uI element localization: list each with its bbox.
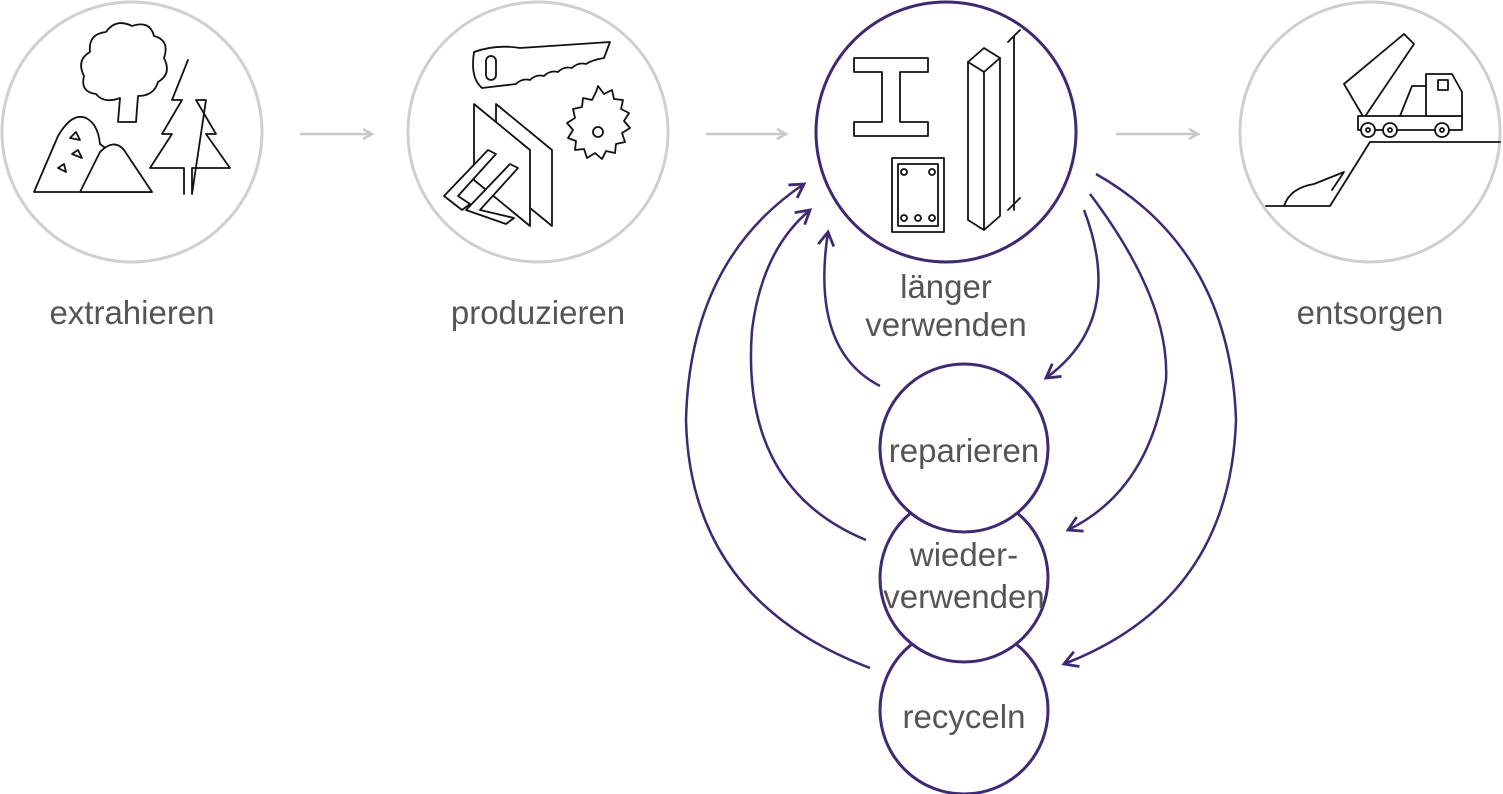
trees-and-rocks-icon <box>33 22 231 195</box>
loop-circle <box>878 362 1050 534</box>
stage-circle <box>0 0 264 264</box>
steel-beams-and-column-icon <box>853 29 1021 233</box>
loop-arrow-to-wiederverwenden <box>1068 193 1168 530</box>
loop-arrow-to-reparieren <box>1046 209 1100 378</box>
loop-reparieren: reparieren <box>878 362 1050 534</box>
stage-entsorgen: entsorgen <box>1238 0 1502 331</box>
loop-label-line1: wieder- <box>909 536 1018 573</box>
stage-label: entsorgen <box>1297 294 1444 331</box>
stage-circle <box>406 0 670 264</box>
stage-label-line2: verwenden <box>865 306 1026 343</box>
loop-label: reparieren <box>889 432 1039 469</box>
stage-produzieren: produzieren <box>406 0 670 331</box>
loop-wiederverwenden: wieder- verwenden <box>878 492 1050 664</box>
dump-truck-icon <box>1265 33 1501 207</box>
loop-arrow-recyceln-return <box>684 184 871 670</box>
stage-laenger-verwenden: länger verwenden <box>814 0 1078 343</box>
loop-label-line2: verwenden <box>883 578 1044 615</box>
loop-arrow-wiederverwenden-return <box>749 210 867 542</box>
loop-arrow-reparieren-return <box>824 232 881 388</box>
stage-label: extrahieren <box>49 294 214 331</box>
saw-and-panels-icon <box>443 41 631 227</box>
stage-label: produzieren <box>451 294 625 331</box>
stage-extrahieren: extrahieren <box>0 0 264 331</box>
loop-label: recyceln <box>903 698 1026 735</box>
loop-arrow-to-recyceln <box>1064 172 1238 664</box>
stage-label-line1: länger <box>900 268 992 305</box>
loop-recyceln: recyceln <box>878 624 1050 794</box>
